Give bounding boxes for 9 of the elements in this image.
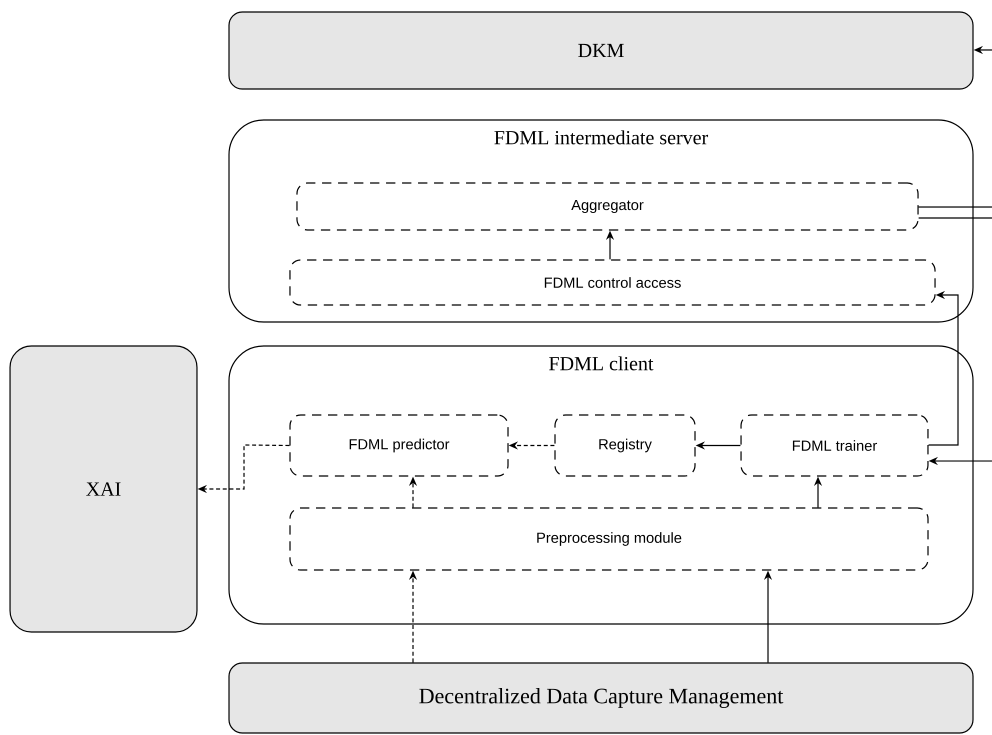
system-box: XAI [9,345,198,633]
module-box: Aggregator [296,182,919,231]
system-box: Decentralized Data Capture Management [228,662,974,734]
system-box: DKM [228,11,974,90]
module-box: Registry [554,414,696,477]
module-box: FDML trainer [740,414,929,477]
module-box: Preprocessing module [289,507,929,571]
module-box: FDML predictor [289,414,509,477]
module-box: FDML control access [289,259,936,306]
